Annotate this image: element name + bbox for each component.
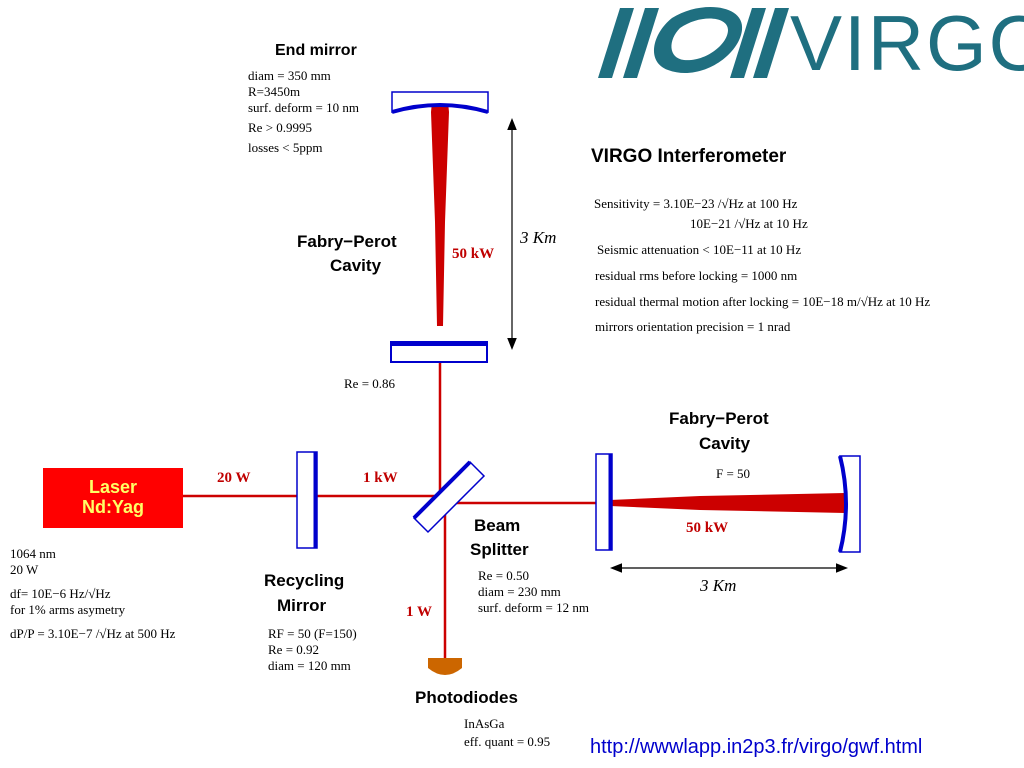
- photodiodes-efficiency: eff. quant = 0.95: [464, 734, 551, 749]
- end-mirror-radius: R=3450m: [248, 84, 301, 99]
- end-mirror-title: End mirror: [275, 42, 357, 59]
- recycling-mirror-rf: RF = 50 (F=150): [268, 626, 357, 641]
- laser-power-noise: dP/P = 3.10E−7 /√Hz at 500 Hz: [10, 626, 176, 641]
- recycling-mirror-specs: RF = 50 (F=150) Re = 0.92 diam = 120 mm: [268, 626, 357, 674]
- beam-splitter: [412, 460, 486, 534]
- east-cavity-title-2: Cavity: [699, 434, 751, 453]
- beam-north-cavity: [431, 112, 449, 326]
- spec-sensitivity: Sensitivity = 3.10E−23 /√Hz at 100 Hz: [594, 196, 798, 211]
- east-cavity-power: 50 kW: [686, 520, 729, 536]
- end-mirror-losses: losses < 5ppm: [248, 140, 323, 155]
- diagram-title: VIRGO Interferometer: [591, 146, 787, 167]
- end-mirror-specs: diam = 350 mm R=3450m surf. deform = 10 …: [248, 68, 359, 156]
- east-cavity-title-1: Fabry−Perot: [669, 409, 769, 428]
- laser-box: Laser Nd:Yag: [43, 468, 183, 528]
- input-mirror-east: [595, 453, 613, 551]
- end-mirror-north: [391, 91, 489, 114]
- recycling-mirror: [296, 451, 318, 549]
- laser-wavelength: 1064 nm: [10, 546, 56, 561]
- photodiodes-type: InAsGa: [464, 716, 505, 731]
- photodiode-icon: [428, 658, 462, 675]
- virgo-logo-text: VIRGO: [790, 0, 1024, 87]
- north-cavity-title-1: Fabry−Perot: [297, 232, 397, 251]
- north-arm-length: 3 Km: [520, 228, 557, 247]
- recycling-mirror-title-2: Mirror: [277, 596, 327, 615]
- virgo-logo-swoosh: [598, 6, 789, 78]
- beam-splitter-deform: surf. deform = 12 nm: [478, 600, 589, 615]
- laser-freq-noise: df= 10E−6 Hz/√Hz: [10, 586, 111, 601]
- north-cavity-power: 50 kW: [452, 246, 495, 262]
- spec-orientation: mirrors orientation precision = 1 nrad: [595, 319, 791, 334]
- north-input-mirror-re: Re = 0.86: [344, 376, 396, 391]
- recycling-mirror-re: Re = 0.92: [268, 642, 320, 657]
- power-recycled: 1 kW: [363, 470, 398, 486]
- source-url-link[interactable]: http://wwwlapp.in2p3.fr/virgo/gwf.html: [590, 736, 923, 758]
- spec-sensitivity-10hz: 10E−21 /√Hz at 10 Hz: [690, 216, 808, 231]
- laser-specs: 1064 nm 20 W df= 10E−6 Hz/√Hz for 1% arm…: [10, 546, 175, 642]
- recycling-mirror-title-1: Recycling: [264, 571, 345, 590]
- beam-splitter-diam: diam = 230 mm: [478, 584, 561, 599]
- end-mirror-reflectivity: Re > 0.9995: [248, 120, 313, 135]
- beam-splitter-re: Re = 0.50: [478, 568, 530, 583]
- power-laser-out: 20 W: [217, 470, 251, 486]
- laser-power: 20 W: [10, 562, 39, 577]
- power-detected: 1 W: [406, 604, 432, 620]
- beam-splitter-title-2: Splitter: [470, 540, 529, 559]
- east-cavity-finesse: F = 50: [716, 466, 751, 481]
- beam-splitter-specs: Re = 0.50 diam = 230 mm surf. deform = 1…: [478, 568, 589, 616]
- spec-seismic: Seismic attenuation < 10E−11 at 10 Hz: [597, 242, 802, 257]
- spec-thermal: residual thermal motion after locking = …: [595, 294, 931, 309]
- photodiodes-title: Photodiodes: [415, 688, 518, 707]
- north-cavity-title-2: Cavity: [330, 256, 382, 275]
- recycling-mirror-diam: diam = 120 mm: [268, 658, 351, 673]
- laser-label-1: Laser: [88, 477, 138, 497]
- end-mirror-deform: surf. deform = 10 nm: [248, 100, 359, 115]
- end-mirror-east: [838, 455, 861, 553]
- beam-east-cavity: [610, 493, 845, 513]
- beam-paths: [183, 102, 845, 658]
- laser-asymetry: for 1% arms asymetry: [10, 602, 126, 617]
- spec-residual-rms: residual rms before locking = 1000 nm: [595, 268, 798, 283]
- laser-label-2: Nd:Yag: [81, 497, 144, 517]
- beam-splitter-title-1: Beam: [474, 516, 521, 535]
- photodiodes-specs: InAsGa eff. quant = 0.95: [464, 716, 550, 750]
- east-arm-length: 3 Km: [700, 576, 737, 595]
- end-mirror-diam: diam = 350 mm: [248, 68, 331, 83]
